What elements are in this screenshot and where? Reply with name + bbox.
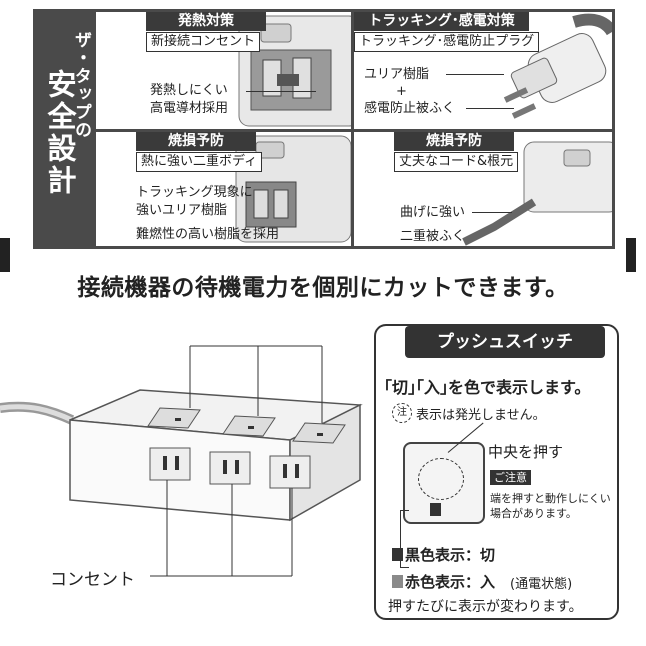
panel-heading: トラッキング･感電対策 (354, 12, 529, 31)
headline: 接続機器の待機電力を個別にカットできます。 (77, 275, 569, 301)
red-label-note: (通電状態) (510, 577, 573, 592)
black-indicator-swatch (392, 548, 403, 561)
side-title: ザ・タップの 安全設計 (33, 9, 93, 249)
side-title-small: ザ・タップの (71, 31, 91, 139)
double-body-illustration (235, 135, 351, 243)
leader-line (246, 91, 316, 92)
side-title-big: 安全設計 (43, 69, 77, 197)
info-note: 表示は発光しません。 (416, 408, 546, 423)
panel-subheading: 熱に強い二重ボディ (136, 152, 263, 172)
panel-heading: 焼損予防 (394, 132, 514, 151)
panel-cord: 焼損予防 丈夫なコード&根元 曲げに強い 二重被ふく (354, 132, 612, 246)
info-lead: ｢切｣｢入｣を色で表示します。 (384, 378, 591, 397)
leader-line (472, 212, 512, 213)
note-icon: 注 (392, 403, 412, 423)
cord-illustration (462, 141, 612, 246)
plug-illustration (503, 13, 612, 119)
panel-subheading: 丈夫なコード&根元 (394, 152, 519, 172)
caution-text: 場合があります。 (490, 507, 577, 520)
safety-design-panel: ザ・タップの 安全設計 発熱対策 新接続コンセント 発熱しにくい 高電導材採用 … (33, 9, 615, 249)
accent-bar-right (626, 238, 636, 272)
leader-line (466, 108, 514, 109)
panel-label: 高電導材採用 (150, 101, 229, 116)
panel-subheading: トラッキング･感電防止プラグ (354, 32, 540, 52)
press-area-indicator (418, 458, 464, 500)
panel-heading: 焼損予防 (136, 132, 256, 151)
red-label: 赤色表示：入 (405, 573, 496, 591)
panel-label: 二重被ふく (400, 229, 466, 244)
panel-heading: 発熱対策 (146, 12, 266, 31)
panel-label: 強いユリア樹脂 (136, 203, 228, 218)
panel-tracking: トラッキング･感電対策 トラッキング･感電防止プラグ ユリア樹脂 + 感電防止被… (354, 12, 612, 129)
press-center-label: 中央を押す (488, 443, 564, 461)
panel-label: ユリア樹脂 (364, 67, 430, 82)
outlet-cutaway-illustration (238, 15, 351, 127)
power-strip-illustration (0, 345, 363, 577)
outlet-label: コンセント (50, 570, 135, 590)
switch-buttons (147, 407, 346, 444)
info-title: プッシュスイッチ (405, 326, 605, 358)
panel-label: 曲げに強い (400, 205, 466, 220)
leader-line (446, 74, 504, 75)
panel-label: 感電防止被ふく (364, 101, 456, 116)
panel-label: + (396, 84, 407, 99)
leader-line (400, 510, 409, 568)
caution-text: 端を押すと動作しにくい (490, 492, 611, 505)
caution-badge: ご注意 (490, 470, 531, 485)
panel-subheading: 新接続コンセント (146, 32, 261, 52)
accent-bar-left (0, 238, 10, 272)
panel-label: 発熱しにくい (150, 83, 228, 98)
panel-label: 難燃性の高い樹脂を採用 (136, 227, 280, 242)
black-label: 黒色表示：切 (405, 546, 496, 564)
red-indicator-swatch (392, 575, 403, 588)
info-footer: 押すたびに表示が変わります。 (388, 599, 583, 615)
status-indicator (430, 503, 441, 516)
panel-double-body: 焼損予防 熱に強い二重ボディ トラッキング現象に 強いユリア樹脂 難燃性の高い樹… (96, 132, 351, 246)
panel-label: トラッキング現象に (136, 185, 253, 200)
panel-heat: 発熱対策 新接続コンセント 発熱しにくい 高電導材採用 (96, 12, 351, 129)
